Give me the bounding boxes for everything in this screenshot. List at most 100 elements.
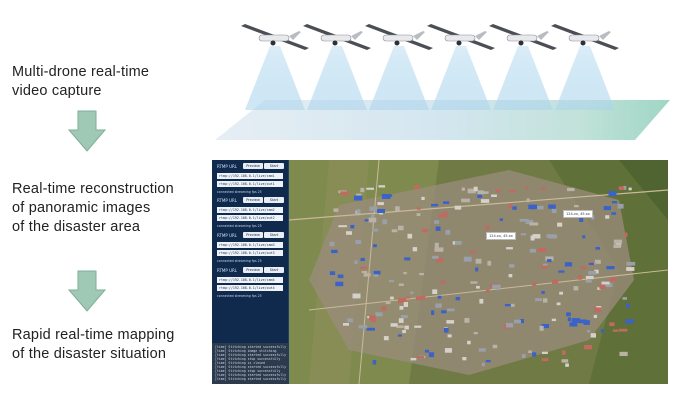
building-roof [424, 349, 430, 353]
stream-url-input[interactable]: rtmp://192.168.0.1/live/cam4 [217, 277, 283, 283]
building-roof [407, 233, 413, 239]
building-roof [385, 301, 391, 305]
map-coordinate-callout[interactable]: 124.xx, 45.xx [563, 210, 593, 218]
building-roof [475, 258, 482, 264]
building-roof [609, 277, 617, 282]
building-roof [395, 206, 400, 212]
building-roof [532, 234, 541, 239]
preview-button[interactable]: Preview [243, 163, 263, 169]
output-url-input[interactable]: rtmp://192.168.0.1/live/out1 [217, 181, 283, 187]
building-roof [403, 271, 407, 275]
stream-url-input[interactable]: rtmp://192.168.0.1/live/cam2 [217, 207, 283, 213]
building-roof [525, 219, 534, 224]
building-roof [470, 281, 478, 284]
building-roof [551, 208, 557, 213]
building-roof [434, 220, 440, 224]
stream-url-input[interactable]: rtmp://192.168.0.1/live/cam3 [217, 242, 283, 248]
building-roof [375, 312, 383, 317]
building-roof [556, 302, 561, 306]
building-roof [546, 234, 556, 238]
building-roof [609, 322, 615, 326]
building-roof [402, 330, 406, 334]
building-roof [495, 189, 501, 193]
building-roof [571, 318, 581, 323]
building-roof [412, 247, 418, 252]
building-roof [509, 190, 516, 193]
stream-status: connected streaming fps 25 [217, 224, 262, 228]
building-roof [329, 271, 336, 275]
preview-button[interactable]: Preview [243, 232, 263, 238]
building-roof [504, 304, 511, 307]
building-roof [601, 281, 610, 285]
building-roof [390, 323, 398, 327]
building-roof [557, 222, 563, 227]
building-roof [368, 217, 377, 223]
map-view[interactable]: 124.xx, 45.xx 124.xx, 45.xx [288, 160, 668, 384]
step-1-line-2: video capture [12, 83, 102, 99]
building-roof [461, 187, 465, 191]
building-roof [540, 265, 549, 269]
log-line: [time] Stitching stop successfully [215, 369, 281, 373]
building-roof [561, 359, 569, 363]
vtol-drone-icon [241, 24, 309, 50]
aerial-map[interactable] [288, 160, 668, 384]
building-roof [512, 206, 517, 210]
building-roof [399, 306, 404, 310]
preview-button[interactable]: Preview [243, 197, 263, 203]
building-roof [428, 352, 435, 358]
building-roof [613, 244, 621, 248]
start-button[interactable]: Start [264, 197, 284, 203]
building-roof [529, 248, 536, 253]
log-line: [time] Stitching started successfully [215, 345, 287, 349]
output-url-input[interactable]: rtmp://192.168.0.1/live/out2 [217, 215, 283, 221]
camera-stream-block-4: RTMP URL Preview Start rtmp://192.168.0.… [215, 267, 285, 317]
down-arrow-icon [68, 270, 106, 312]
building-roof [530, 235, 535, 241]
building-roof [360, 257, 365, 262]
stream-url-input[interactable]: rtmp://192.168.0.1/live/cam1 [217, 173, 283, 179]
building-roof [467, 188, 476, 194]
building-roof [564, 262, 573, 267]
camera-label: RTMP URL [217, 233, 238, 238]
building-roof [588, 262, 594, 265]
start-button[interactable]: Start [264, 232, 284, 238]
log-line: [time] Stitching started successfully [215, 353, 287, 357]
preview-button[interactable]: Preview [243, 267, 263, 273]
building-roof [475, 267, 479, 272]
map-coordinate-callout[interactable]: 124.xx, 45.xx [486, 232, 516, 240]
building-roof [331, 249, 338, 254]
building-roof [603, 283, 613, 287]
output-url-input[interactable]: rtmp://192.168.0.1/live/out3 [217, 250, 283, 256]
building-roof [390, 296, 394, 300]
building-roof [481, 362, 485, 367]
building-roof [541, 324, 549, 329]
building-roof [447, 334, 452, 338]
building-roof [559, 291, 563, 295]
building-roof [347, 318, 353, 323]
output-url-input[interactable]: rtmp://192.168.0.1/live/out4 [217, 285, 283, 291]
building-roof [603, 206, 611, 211]
vtol-drone-icon [303, 24, 371, 50]
building-roof [354, 260, 358, 264]
building-roof [618, 328, 628, 332]
building-roof [355, 239, 362, 244]
step-3-line-1: Rapid real-time mapping [12, 327, 175, 343]
building-roof [508, 204, 512, 209]
building-roof [485, 225, 489, 230]
building-roof [372, 228, 379, 232]
log-line: [time] Stitching stop successfully [215, 357, 281, 361]
building-roof [547, 259, 552, 263]
building-roof [611, 201, 617, 204]
building-roof [594, 307, 602, 313]
stream-status: connected streaming fps 25 [217, 259, 262, 263]
log-line: [time] Stitching started successfully [215, 365, 287, 369]
vtol-drone-icon [427, 24, 495, 50]
start-button[interactable]: Start [264, 163, 284, 169]
building-roof [378, 211, 383, 215]
building-roof [373, 270, 381, 275]
building-roof [358, 325, 368, 329]
start-button[interactable]: Start [264, 267, 284, 273]
building-roof [421, 196, 425, 200]
building-roof [350, 224, 355, 229]
building-roof [340, 191, 350, 195]
